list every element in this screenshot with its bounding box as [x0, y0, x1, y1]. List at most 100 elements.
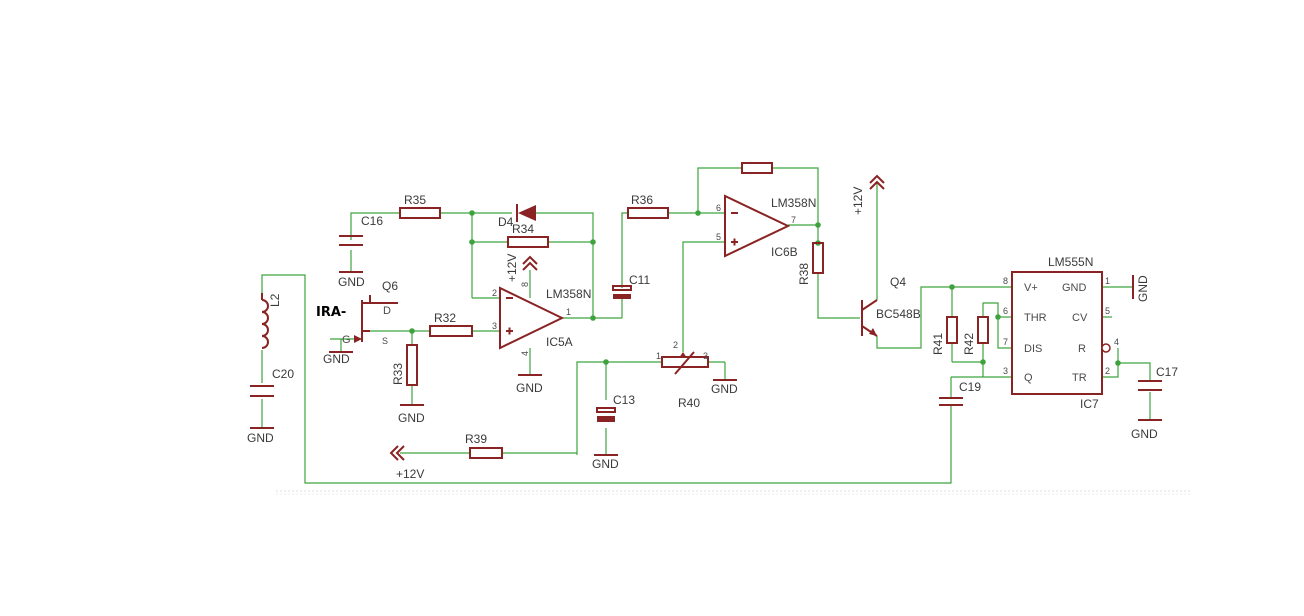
resistor-r38: [812, 242, 824, 274]
reset-pin-bubble: [1101, 343, 1111, 353]
inductor-l2: [261, 293, 269, 349]
pin-tr: TR: [1072, 372, 1087, 384]
junction-dot: [980, 359, 986, 365]
resistor-r34: [507, 236, 549, 248]
label-ic6b: IC6B: [771, 245, 798, 259]
junction-dot: [995, 314, 1001, 320]
capacitor-c11: [612, 285, 632, 299]
capacitor-c17: [1138, 380, 1162, 421]
label-r39: R39: [465, 432, 487, 446]
pin-r: R: [1078, 343, 1086, 355]
label-gnd-c13: GND: [592, 457, 619, 471]
pin-r40-2: 2: [673, 340, 678, 350]
pin-dis: DIS: [1024, 343, 1042, 355]
label-gnd-q6: GND: [323, 352, 350, 366]
label-r41: R41: [931, 333, 945, 355]
potentiometer-r40: [661, 351, 709, 375]
pin-ic5-8: 8: [520, 282, 530, 287]
label-lm555n: LM555N: [1048, 255, 1093, 269]
label-c11: C11: [629, 273, 650, 287]
pin-cv: CV: [1072, 312, 1088, 324]
junction-dot: [469, 239, 475, 245]
label-r35: R35: [404, 193, 426, 207]
pin-num-8: 8: [1003, 276, 1008, 286]
label-gnd-r40: GND: [711, 382, 738, 396]
pin-num-1: 1: [1105, 276, 1110, 286]
resistor-feedback-ic6b: [741, 162, 773, 174]
junction-dot: [1115, 360, 1121, 366]
label-r42: R42: [962, 333, 976, 355]
transistor-q4: [861, 299, 878, 337]
pin-q: Q: [1024, 372, 1033, 384]
junction-dot: [603, 359, 609, 365]
pin-gnd: GND: [1062, 282, 1087, 294]
pin-ic6-7: 7: [791, 215, 796, 225]
supply-arrow-q4: [869, 174, 885, 190]
label-c17: C17: [1156, 365, 1178, 379]
resistor-r36: [627, 207, 669, 219]
label-c20: C20: [272, 367, 294, 381]
diode-d4: [516, 204, 536, 222]
jfet-q6: [354, 295, 398, 343]
pin-r40-1: 1: [656, 351, 661, 361]
resistor-r35: [399, 207, 441, 219]
label-plus12-q4: +12V: [851, 187, 865, 215]
capacitor-c16: [339, 235, 363, 273]
components: [250, 162, 1162, 461]
supply-arrow-bottom: [389, 445, 405, 461]
label-lm358-mid: LM358N: [546, 287, 591, 301]
label-c19: C19: [959, 380, 981, 394]
junction-dot: [590, 315, 596, 321]
label-plus12-bottom: +12V: [396, 467, 424, 481]
ic-lm555: [1011, 271, 1103, 395]
label-r38: R38: [797, 263, 811, 285]
pin-ic6-6: 6: [716, 203, 721, 213]
label-r36: R36: [631, 193, 653, 207]
label-c16: C16: [361, 214, 383, 228]
resistor-r32: [429, 325, 473, 337]
pin-num-7: 7: [1003, 337, 1008, 347]
pin-num-2: 2: [1105, 366, 1110, 376]
wires: [261, 167, 1151, 484]
label-q6-d: D: [383, 305, 391, 317]
label-gnd-c20: GND: [247, 431, 274, 445]
capacitor-c20: [250, 385, 274, 397]
label-q6: Q6: [382, 279, 398, 293]
junction-dot: [949, 284, 955, 290]
label-r40: R40: [678, 396, 700, 410]
pin-num-6: 6: [1003, 306, 1008, 316]
pin-ic6-5: 5: [716, 232, 721, 242]
pin-num-4: 4: [1114, 337, 1119, 347]
label-q6-g: G: [342, 334, 351, 346]
junction-dot: [815, 222, 821, 228]
junction-dot: [409, 328, 415, 334]
pin-r40-3: 3: [703, 351, 708, 361]
pin-vplus: V+: [1024, 282, 1038, 294]
label-r32: R32: [434, 311, 456, 325]
label-gnd-c17: GND: [1131, 427, 1158, 441]
junctions: [409, 210, 1121, 366]
label-ic5a: IC5A: [546, 335, 573, 349]
labels: R35 C16 GND D4 R34 R36 LM358N IC6B R38 +…: [247, 187, 1178, 481]
label-plus12-ic5: +12V: [505, 254, 519, 282]
label-q6-s: S: [382, 336, 388, 346]
label-lm358-top: LM358N: [771, 196, 816, 210]
opamp-ic5a: [499, 286, 565, 350]
resistor-r41: [946, 316, 958, 344]
resistor-r42: [977, 316, 989, 344]
opamp-ic6b: [724, 194, 791, 258]
label-gnd-ic5: GND: [516, 381, 543, 395]
label-l2: L2: [268, 293, 282, 307]
resistor-r33: [406, 344, 418, 386]
label-bc548b: BC548B: [876, 307, 921, 321]
pin-ic5-3: 3: [492, 321, 497, 331]
label-r33: R33: [391, 363, 405, 385]
label-gnd-c16: GND: [338, 275, 365, 289]
pin-thr: THR: [1024, 312, 1047, 324]
label-gnd-r33: GND: [398, 411, 425, 425]
label-r34: R34: [512, 222, 534, 236]
capacitor-c13: [596, 407, 616, 422]
label-d4: D4: [498, 215, 514, 229]
junction-dot: [469, 210, 475, 216]
